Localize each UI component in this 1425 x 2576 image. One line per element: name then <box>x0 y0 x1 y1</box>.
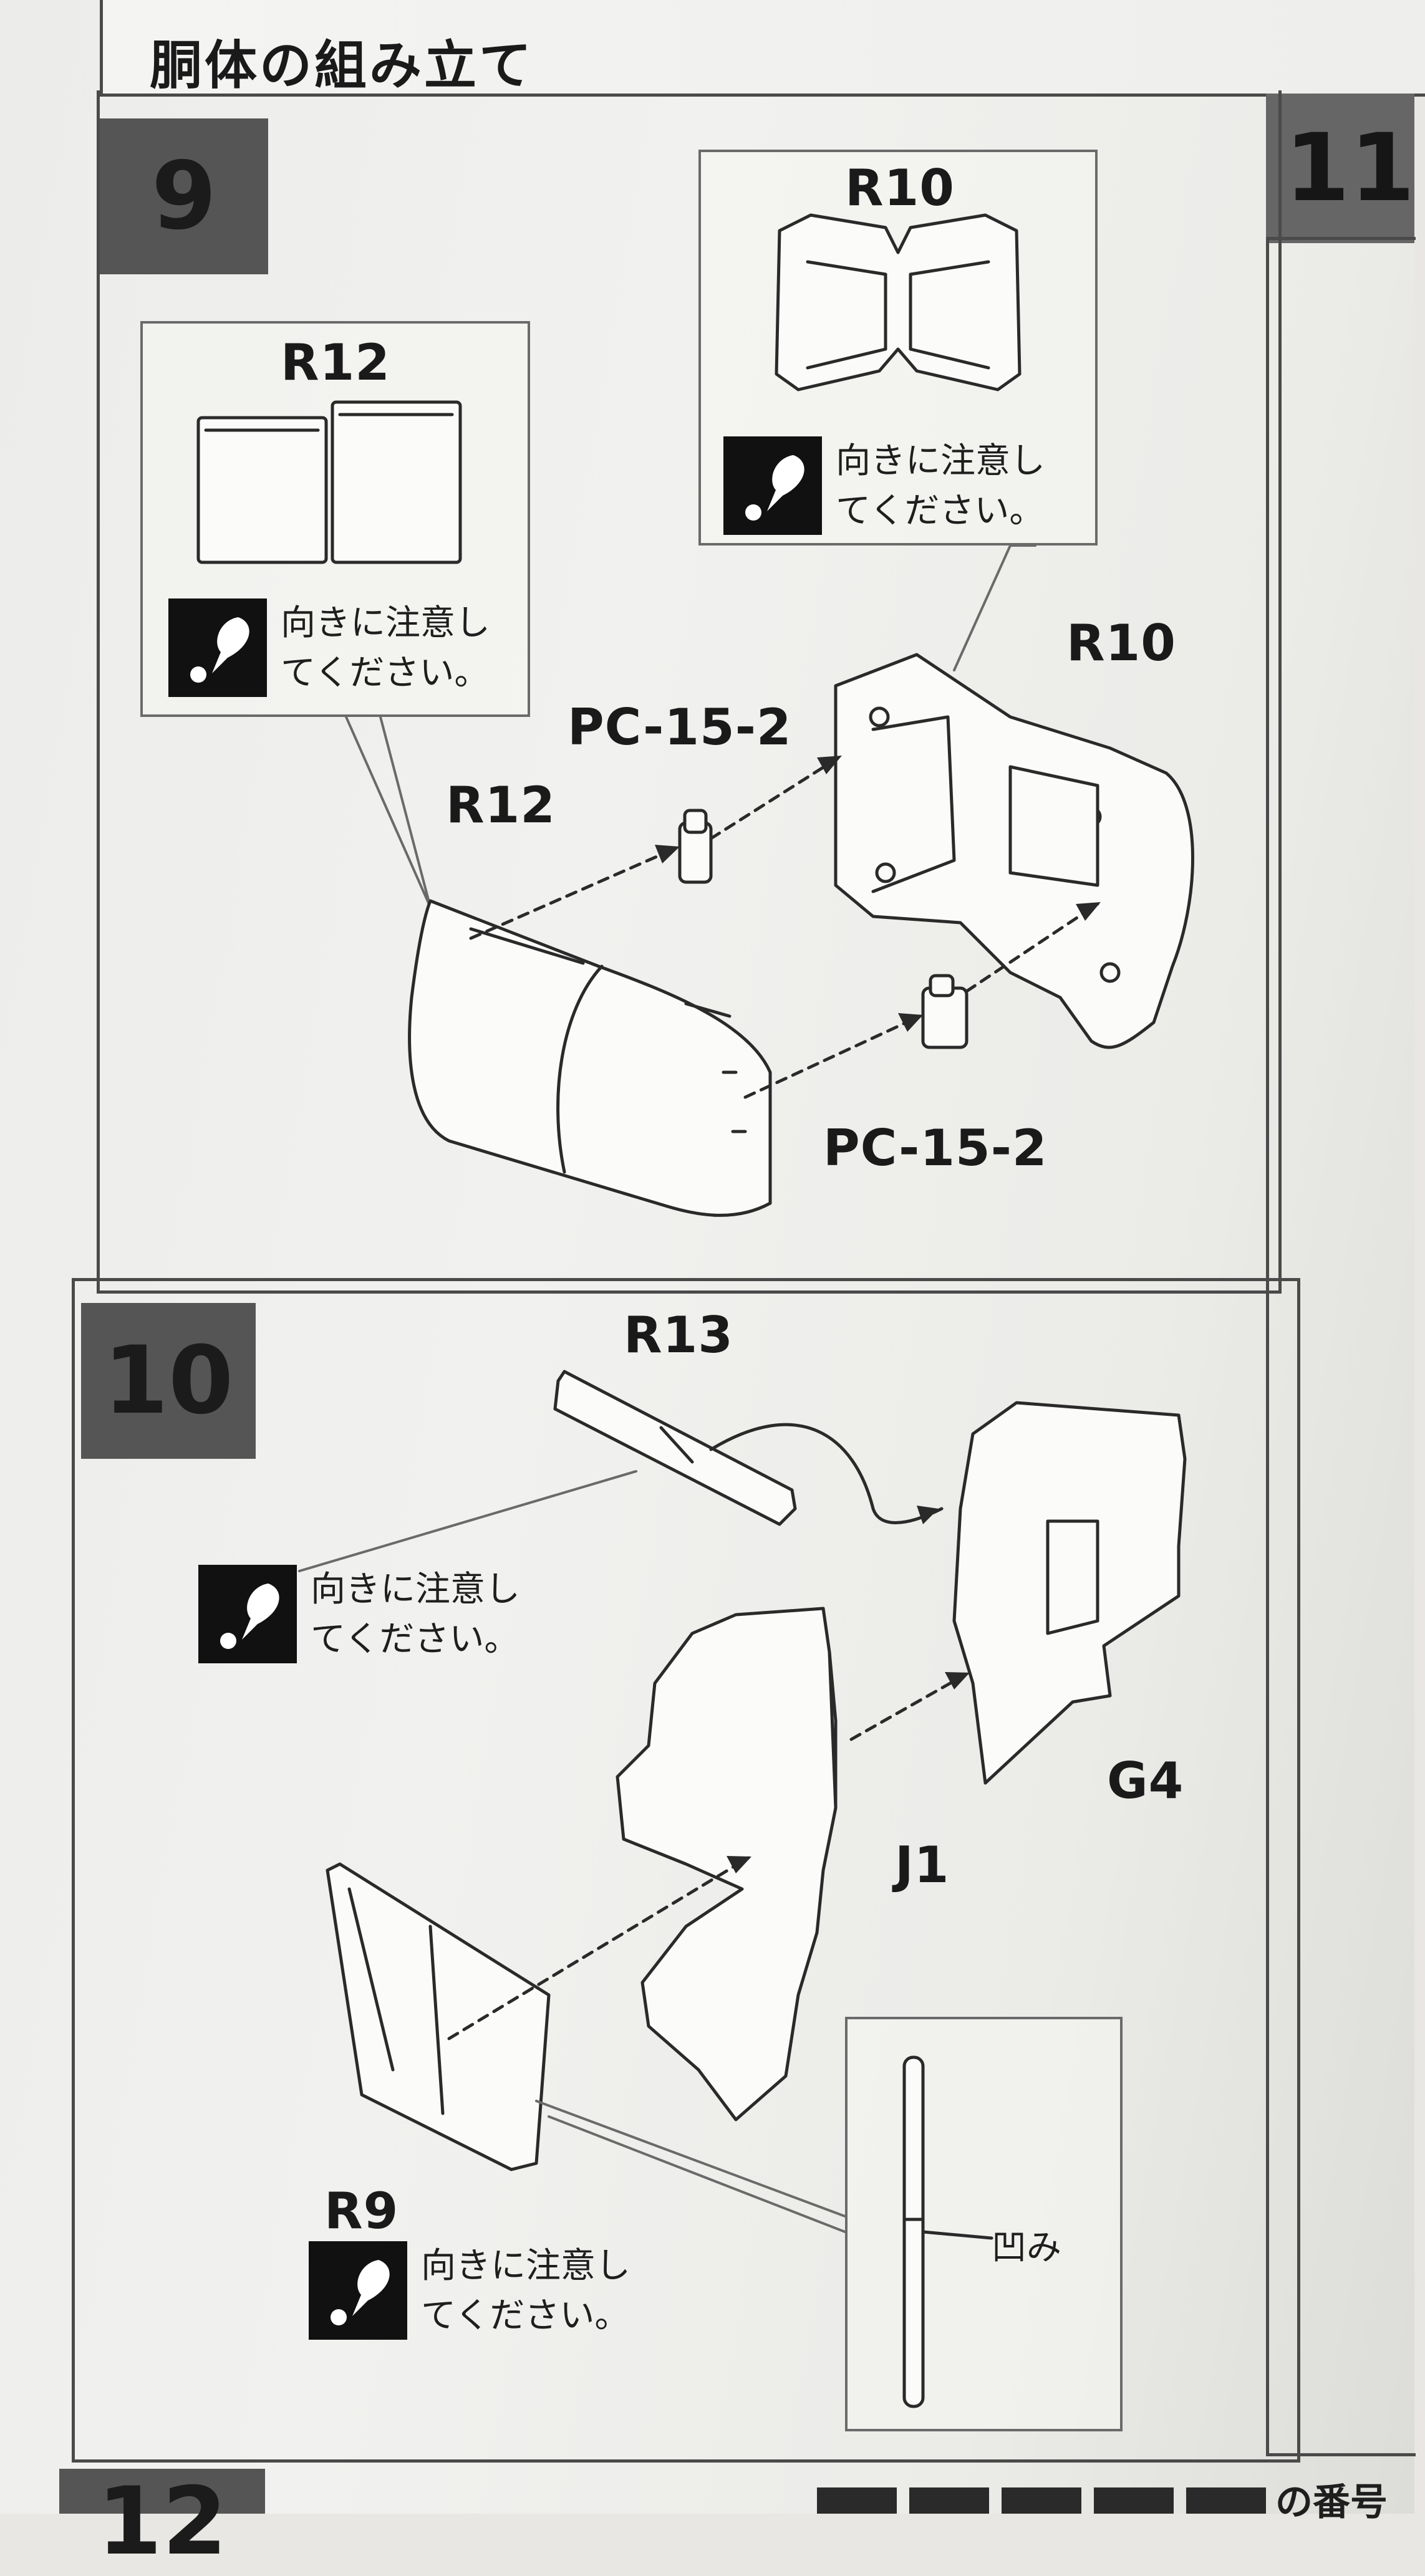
step-9-number-box: 9 <box>100 118 268 274</box>
callout-r10-label: R10 <box>845 159 955 217</box>
label-pc-15-2-top: PC-15-2 <box>568 698 792 756</box>
caution-r10: 向きに注意してください。 <box>723 436 1060 536</box>
footer-blocks <box>817 2487 1266 2514</box>
label-r12: R12 <box>446 776 556 834</box>
step-number: 12 <box>97 2468 228 2576</box>
detail-label-recess: 凹み <box>992 2228 1061 2268</box>
caution-text: 向きに注意してください。 <box>836 441 1045 531</box>
step-12-number-box: 12 <box>59 2469 265 2569</box>
r9-part <box>326 1862 551 2171</box>
caution-r12: 向きに注意してください。 <box>168 598 505 698</box>
step-11-frame <box>1266 237 1416 2456</box>
label-r9: R9 <box>324 2182 399 2240</box>
j1-part <box>616 1607 838 2122</box>
r10-shell-part <box>834 653 1194 1049</box>
label-j1: J1 <box>895 1836 950 1894</box>
caution-text: 向きに注意してください。 <box>281 603 490 693</box>
assembly-arrows-step10 <box>447 1672 969 2040</box>
r10-part-flat <box>775 213 1022 392</box>
step-number: 10 <box>103 1327 234 1435</box>
pc-15-2-bottom-part <box>921 974 969 1049</box>
footer-partial-text: の番号 <box>1275 2481 1388 2524</box>
caution-icon <box>309 2241 407 2340</box>
step-10-frame <box>72 1278 1300 2463</box>
label-r13: R13 <box>624 1306 733 1364</box>
caution-text: 向きに注意してください。 <box>311 1569 520 1660</box>
detail-peg <box>902 2055 993 2408</box>
pc-15-2-top-part <box>678 809 713 884</box>
g4-part <box>952 1401 1187 1785</box>
section-header <box>100 0 1425 97</box>
assembly-arrows-step9 <box>469 756 1099 1099</box>
step-number: 11 <box>1285 114 1415 223</box>
section-title: 胴体の組み立て <box>150 35 534 96</box>
step-11-number-box: 11 <box>1266 94 1415 243</box>
arrowheads <box>655 756 1101 1032</box>
r13-part <box>553 1370 797 1526</box>
caution-icon <box>168 598 267 697</box>
assembly-illustrations <box>196 213 1194 2408</box>
step-9-frame <box>97 90 1282 1294</box>
caution-r13: 向きに注意してください。 <box>198 1565 535 1665</box>
label-pc-15-2-bottom: PC-15-2 <box>823 1119 1048 1177</box>
label-g4: G4 <box>1107 1752 1184 1810</box>
caution-icon <box>723 436 822 535</box>
step-number: 9 <box>151 142 217 251</box>
caution-text: 向きに注意してください。 <box>421 2246 630 2336</box>
callout-r12-label: R12 <box>281 334 390 392</box>
caution-icon <box>198 1565 297 1663</box>
caution-r9: 向きに注意してください。 <box>309 2241 645 2341</box>
label-r10: R10 <box>1066 614 1176 672</box>
detail-inset-r9 <box>845 2017 1123 2431</box>
r12-part-flat <box>196 400 462 564</box>
step-10-number-box: 10 <box>81 1303 256 1459</box>
r12-cylinder-part <box>408 899 772 1217</box>
